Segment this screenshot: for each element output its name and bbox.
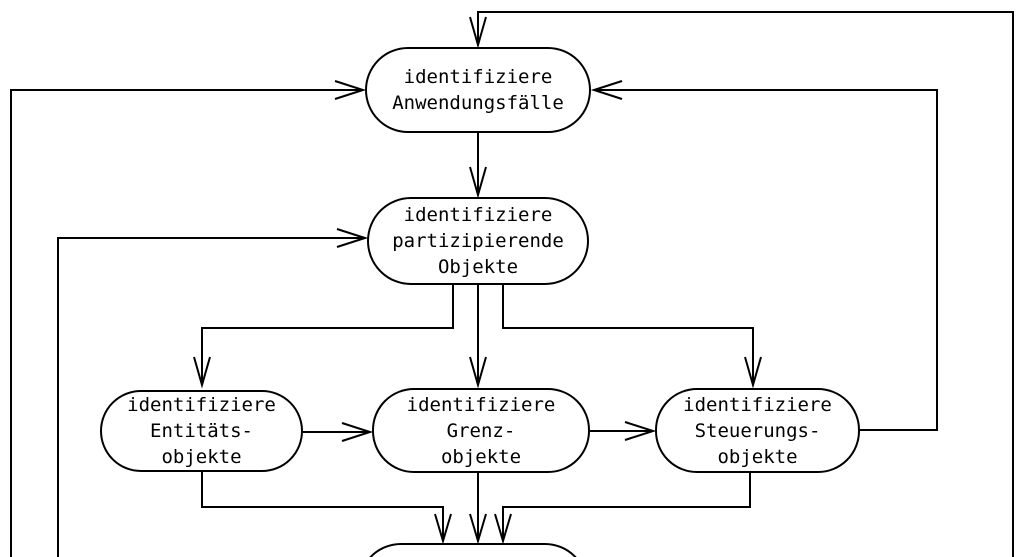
arrowhead-right-icon (334, 80, 367, 100)
node-label-line: identifiziere (403, 66, 553, 88)
arrowhead-down-icon (193, 356, 211, 389)
arrowhead-down-icon (469, 513, 487, 545)
edge-participating-to-entity (193, 285, 454, 389)
edge-entity-to-boundary (303, 422, 374, 442)
node-label-line: Objekte (437, 256, 519, 278)
arrowhead-down-icon (494, 513, 512, 545)
node-label-line: objekte (717, 445, 798, 468)
node-label-line: objekte (440, 445, 522, 468)
edge-participating-to-boundary (469, 285, 487, 389)
node-label-line: Entitäts- (150, 420, 253, 442)
node-label-line: partizipierende (392, 230, 564, 252)
edge-control-to-use-cases (590, 80, 938, 431)
node-label-line: identifiziere (127, 394, 276, 416)
edge-boundary-to-bottom (469, 473, 487, 545)
node-label-line: Steuerungs- (694, 419, 821, 442)
edge-entity-to-bottom (201, 472, 452, 545)
node-identify-boundary-objects: identifiziere Grenz- objekte (372, 388, 590, 473)
arrowhead-right-icon (336, 228, 369, 248)
arrowhead-right-icon (624, 421, 657, 441)
arrowhead-down-icon (469, 356, 487, 389)
arrowhead-left-icon (590, 80, 623, 100)
node-identify-use-cases: identifiziere Anwendungsfälle (365, 47, 591, 133)
node-label-line: identifiziere (683, 393, 832, 416)
arrowhead-down-icon (434, 513, 452, 545)
node-label-line: Anwendungsfälle (392, 92, 564, 114)
node-identify-control-objects: identifiziere Steuerungs- objekte (655, 388, 860, 473)
edge-left-outer-to-use-cases (10, 80, 367, 557)
node-label-line: identifiziere (403, 204, 553, 226)
arrowhead-down-icon (469, 166, 487, 199)
node-identify-entity-objects: identifiziere Entitäts- objekte (100, 390, 303, 472)
edge-boundary-to-control (590, 421, 657, 441)
node-identify-participating-objects: identifiziere partizipierende Objekte (367, 197, 589, 285)
arrowhead-right-icon (341, 422, 374, 442)
edge-participating-to-control (502, 285, 762, 389)
edge-use-cases-to-participating (469, 133, 487, 199)
node-label-line: identifiziere (406, 393, 556, 416)
node-label-line: Grenz- (446, 419, 516, 442)
arrowhead-down-icon (469, 16, 487, 49)
edge-control-to-bottom (494, 473, 751, 545)
node-partial-bottom (358, 543, 588, 557)
node-label-line: objekte (161, 446, 242, 468)
arrowhead-down-icon (744, 356, 762, 389)
